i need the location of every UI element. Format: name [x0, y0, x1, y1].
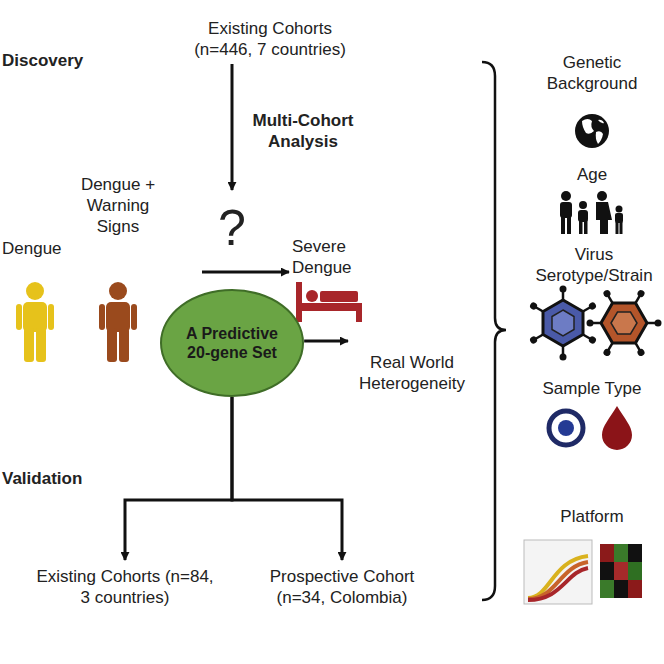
arrow-connector — [202, 271, 289, 274]
factor-label: Age — [537, 164, 647, 185]
text-node: Existing Cohorts (n=446, 7 countries) — [177, 18, 363, 60]
node-text: Dengue + Warning Signs — [74, 174, 162, 237]
ellipse-node: A Predictive 20-gene Set — [160, 289, 304, 397]
cell-icon — [549, 411, 583, 445]
factor-label: Genetic Background — [537, 52, 647, 94]
factor-label: Virus Serotype/Strain — [524, 244, 664, 286]
text-node: Dengue + Warning Signs — [74, 174, 162, 237]
person-icon — [16, 282, 54, 362]
factor-label: Platform — [537, 506, 647, 527]
text-node: Prospective Cohort (n=34, Colombia) — [250, 566, 434, 608]
text-node: Real World Heterogeneity — [354, 352, 470, 394]
arrow-connector — [232, 397, 342, 560]
node-text: Real World Heterogeneity — [354, 352, 470, 394]
node-text: Existing Cohorts (n=446, 7 countries) — [177, 18, 363, 60]
blood-drop-icon — [602, 406, 632, 450]
arrow-connector — [231, 64, 234, 190]
text-node: Severe Dengue — [292, 236, 372, 278]
globe-icon — [575, 114, 609, 148]
factor-label: Sample Type — [537, 378, 647, 399]
section-heading: Validation — [2, 468, 112, 489]
text-node: Dengue — [2, 238, 74, 259]
arrow-connector — [304, 340, 348, 343]
arrow-connector — [125, 397, 232, 560]
edge-label: Multi-Cohort Analysis — [248, 110, 358, 152]
qpcr-chart-icon — [524, 540, 592, 604]
text-node: Existing Cohorts (n=84, 3 countries) — [35, 566, 215, 608]
node-text: Existing Cohorts (n=84, 3 countries) — [35, 566, 215, 608]
node-text: Prospective Cohort (n=34, Colombia) — [250, 566, 434, 608]
node-text: Dengue — [2, 238, 62, 259]
heatmap-icon — [600, 544, 642, 598]
bracket — [482, 62, 506, 600]
virus-icon — [587, 289, 662, 357]
person-icon — [99, 282, 137, 362]
node-text: Severe Dengue — [292, 236, 372, 278]
section-heading: Discovery — [2, 50, 112, 71]
bed-icon — [296, 282, 362, 322]
family-icon — [560, 191, 623, 234]
question-mark: ? — [212, 200, 252, 256]
node-text: A Predictive 20-gene Set — [185, 324, 279, 362]
